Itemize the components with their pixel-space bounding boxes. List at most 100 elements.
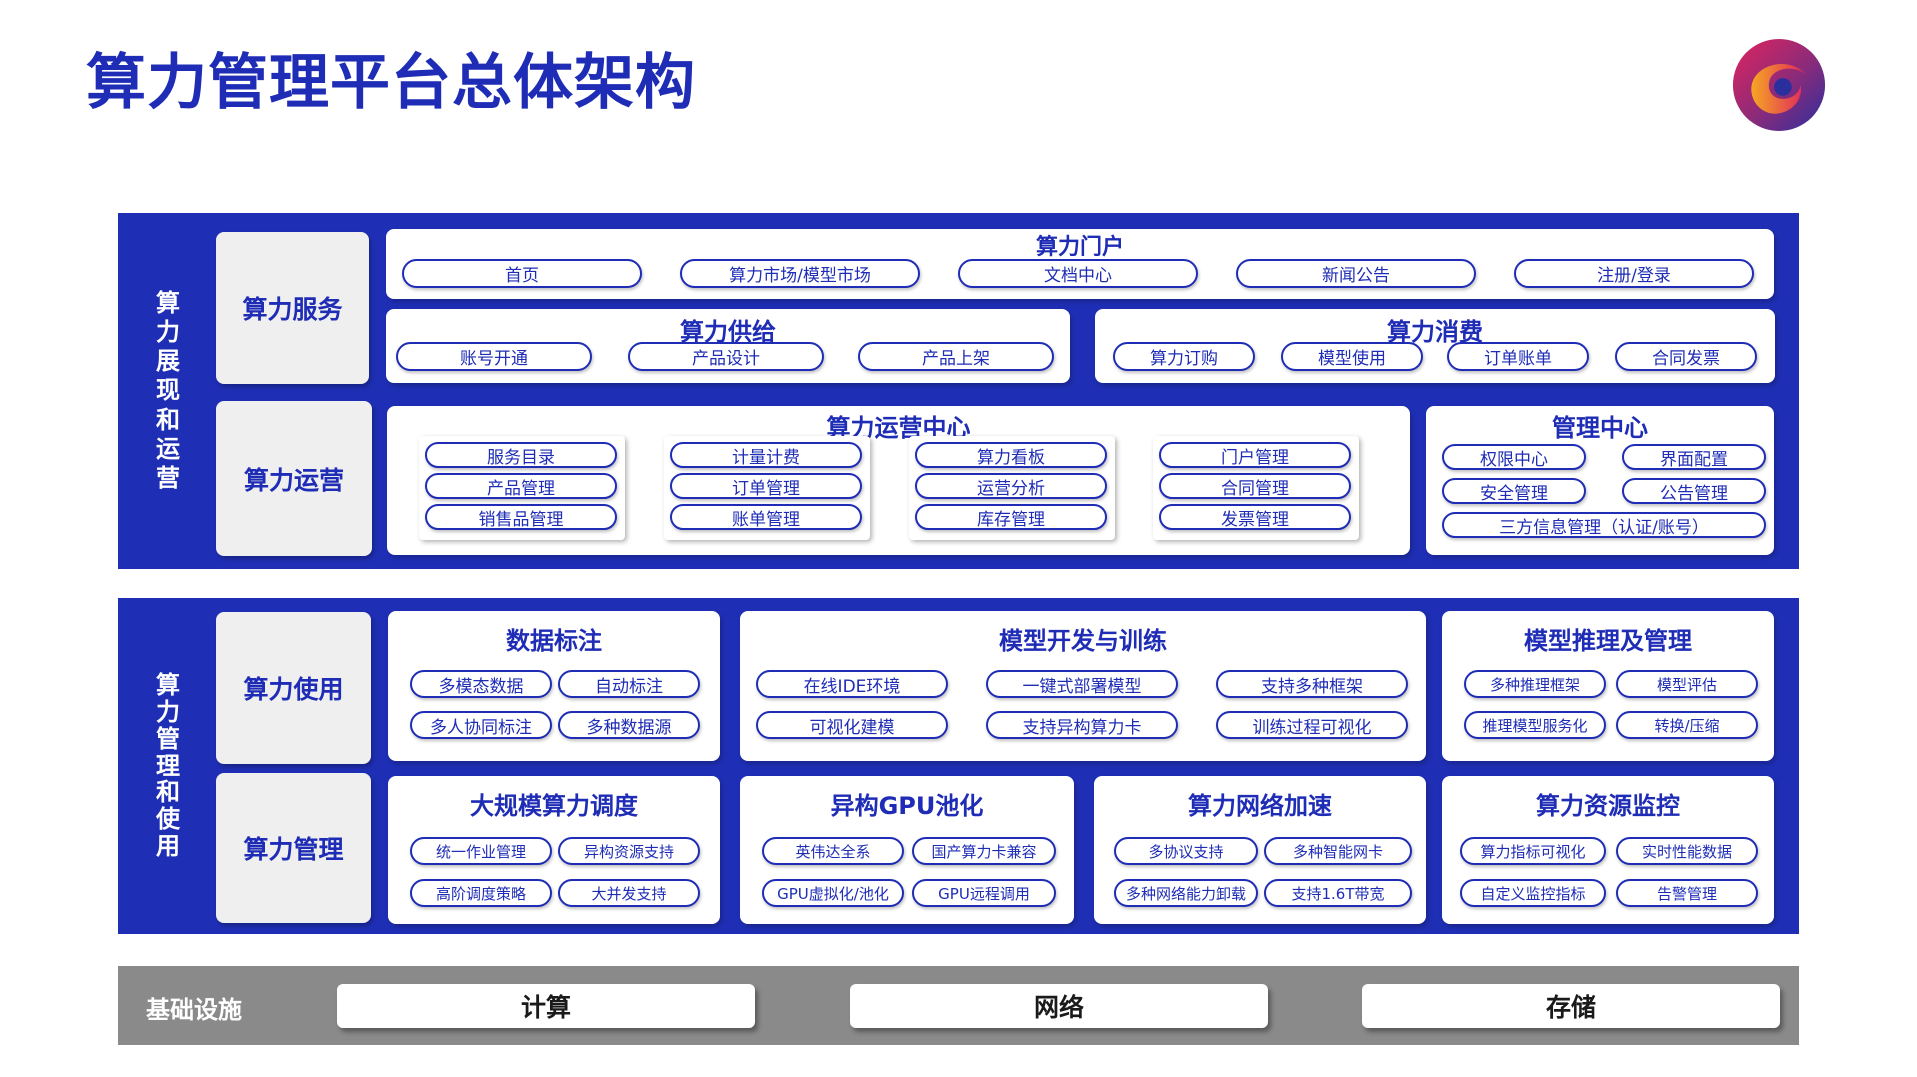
ops-group: 服务目录 产品管理 销售品管理 [419, 436, 625, 540]
mgmt-item-wide[interactable]: 三方信息管理（认证/账号） [1442, 512, 1766, 538]
ops-item[interactable]: 服务目录 [425, 442, 617, 468]
mgmt-center-card: 管理中心 权限中心 界面配置 安全管理 公告管理 三方信息管理（认证/账号） [1426, 406, 1774, 555]
bottom-band-label: 算 力 管 理 和 使 用 [140, 598, 196, 934]
annotate-item[interactable]: 多人协同标注 [410, 711, 552, 739]
top-label-char: 展 [156, 347, 180, 376]
gpu-item[interactable]: GPU远程调用 [912, 879, 1056, 907]
gpu-item[interactable]: 英伟达全系 [762, 837, 904, 865]
portal-home-button[interactable]: 首页 [402, 259, 642, 288]
dev-title: 模型开发与训练 [999, 627, 1167, 655]
page-title: 算力管理平台总体架构 [86, 48, 696, 118]
bottom-label-char: 理 [156, 751, 180, 780]
annotate-item[interactable]: 多模态数据 [410, 670, 552, 698]
infer-item[interactable]: 多种推理框架 [1464, 670, 1606, 698]
supply-item[interactable]: 产品设计 [628, 342, 824, 371]
ops-group: 门户管理 合同管理 发票管理 [1153, 436, 1359, 540]
top-label-char: 力 [156, 317, 180, 346]
annotate-item[interactable]: 自动标注 [558, 670, 700, 698]
ops-item[interactable]: 门户管理 [1159, 442, 1351, 468]
portal-card: 算力门户 首页 算力市场/模型市场 文档中心 新闻公告 注册/登录 [386, 229, 1774, 299]
monitor-card: 算力资源监控 算力指标可视化 实时性能数据 自定义监控指标 告警管理 [1442, 776, 1774, 924]
bottom-label-char: 力 [156, 697, 180, 726]
mgmt-item[interactable]: 界面配置 [1622, 444, 1766, 470]
mgmt-item[interactable]: 安全管理 [1442, 478, 1586, 504]
top-label-char: 运 [156, 434, 180, 463]
gpu-item[interactable]: 国产算力卡兼容 [912, 837, 1056, 865]
dev-item[interactable]: 支持异构算力卡 [986, 711, 1178, 739]
sched-title: 大规模算力调度 [470, 792, 638, 820]
monitor-item[interactable]: 实时性能数据 [1616, 837, 1758, 865]
dev-card: 模型开发与训练 在线IDE环境 一键式部署模型 支持多种框架 可视化建模 支持异… [740, 611, 1426, 761]
sched-item[interactable]: 高阶调度策略 [410, 879, 552, 907]
category-use: 算力使用 [216, 612, 371, 764]
bottom-label-char: 和 [156, 778, 180, 807]
consume-title: 算力消费 [1387, 318, 1483, 346]
consume-card: 算力消费 算力订购 模型使用 订单账单 合同发票 [1095, 309, 1775, 383]
ops-item[interactable]: 运营分析 [915, 473, 1107, 499]
mgmt-item[interactable]: 公告管理 [1622, 478, 1766, 504]
ops-group: 算力看板 运营分析 库存管理 [909, 436, 1115, 540]
gpu-item[interactable]: GPU虚拟化/池化 [762, 879, 904, 907]
portal-docs-button[interactable]: 文档中心 [958, 259, 1198, 288]
bottom-label-char: 算 [156, 670, 180, 699]
infer-item[interactable]: 模型评估 [1616, 670, 1758, 698]
consume-item[interactable]: 订单账单 [1447, 342, 1589, 371]
ops-item[interactable]: 销售品管理 [425, 504, 617, 530]
net-card: 算力网络加速 多协议支持 多种智能网卡 多种网络能力卸载 支持1.6T带宽 [1094, 776, 1426, 924]
infra-compute: 计算 [337, 984, 755, 1028]
portal-title: 算力门户 [1035, 235, 1124, 260]
portal-market-button[interactable]: 算力市场/模型市场 [680, 259, 920, 288]
monitor-item[interactable]: 告警管理 [1616, 879, 1758, 907]
monitor-item[interactable]: 算力指标可视化 [1460, 837, 1606, 865]
top-label-char: 算 [156, 288, 180, 317]
consume-item[interactable]: 合同发票 [1615, 342, 1757, 371]
top-label-char: 和 [156, 405, 180, 434]
annotate-item[interactable]: 多种数据源 [558, 711, 700, 739]
sched-item[interactable]: 统一作业管理 [410, 837, 552, 865]
dev-item[interactable]: 一键式部署模型 [986, 670, 1178, 698]
infer-title: 模型推理及管理 [1524, 627, 1692, 655]
ops-item[interactable]: 产品管理 [425, 473, 617, 499]
net-item[interactable]: 多种智能网卡 [1264, 837, 1412, 865]
ops-item[interactable]: 计量计费 [670, 442, 862, 468]
sched-item[interactable]: 异构资源支持 [558, 837, 700, 865]
ops-item[interactable]: 账单管理 [670, 504, 862, 530]
supply-title: 算力供给 [680, 318, 776, 346]
portal-news-button[interactable]: 新闻公告 [1236, 259, 1476, 288]
portal-login-button[interactable]: 注册/登录 [1514, 259, 1754, 288]
infra-storage: 存储 [1362, 984, 1780, 1028]
net-item[interactable]: 多种网络能力卸载 [1114, 879, 1258, 907]
gpu-card: 异构GPU池化 英伟达全系 国产算力卡兼容 GPU虚拟化/池化 GPU远程调用 [740, 776, 1074, 924]
mgmt-item[interactable]: 权限中心 [1442, 444, 1586, 470]
ops-center-card: 算力运营中心 服务目录 产品管理 销售品管理 计量计费 订单管理 账单管理 算力… [387, 406, 1410, 555]
dev-item[interactable]: 在线IDE环境 [756, 670, 948, 698]
ops-group: 计量计费 订单管理 账单管理 [664, 436, 870, 540]
ops-item[interactable]: 库存管理 [915, 504, 1107, 530]
category-ops: 算力运营 [216, 401, 372, 556]
net-title: 算力网络加速 [1188, 792, 1332, 820]
gpu-title: 异构GPU池化 [830, 792, 984, 820]
dev-item[interactable]: 支持多种框架 [1216, 670, 1408, 698]
infer-item[interactable]: 转换/压缩 [1616, 711, 1758, 739]
supply-item[interactable]: 账号开通 [396, 342, 592, 371]
ops-item[interactable]: 合同管理 [1159, 473, 1351, 499]
sched-item[interactable]: 大并发支持 [558, 879, 700, 907]
supply-item[interactable]: 产品上架 [858, 342, 1054, 371]
dev-item[interactable]: 训练过程可视化 [1216, 711, 1408, 739]
swirl-logo-icon [1730, 36, 1828, 134]
infer-item[interactable]: 推理模型服务化 [1464, 711, 1606, 739]
dev-item[interactable]: 可视化建模 [756, 711, 948, 739]
supply-card: 算力供给 账号开通 产品设计 产品上架 [386, 309, 1070, 383]
consume-item[interactable]: 算力订购 [1113, 342, 1255, 371]
category-service: 算力服务 [216, 232, 369, 384]
monitor-item[interactable]: 自定义监控指标 [1460, 879, 1606, 907]
ops-item[interactable]: 订单管理 [670, 473, 862, 499]
ops-item[interactable]: 发票管理 [1159, 504, 1351, 530]
sched-card: 大规模算力调度 统一作业管理 异构资源支持 高阶调度策略 大并发支持 [388, 776, 720, 924]
net-item[interactable]: 支持1.6T带宽 [1264, 879, 1412, 907]
bottom-label-char: 用 [156, 832, 180, 861]
net-item[interactable]: 多协议支持 [1114, 837, 1258, 865]
consume-item[interactable]: 模型使用 [1281, 342, 1423, 371]
top-band-label: 算 力 展 现 和 运 营 [140, 213, 196, 569]
ops-item[interactable]: 算力看板 [915, 442, 1107, 468]
